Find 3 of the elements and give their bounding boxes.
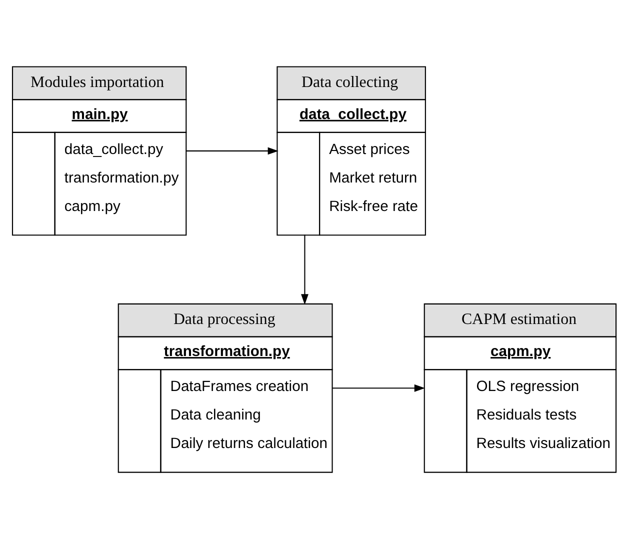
arrow xyxy=(332,384,425,392)
arrow xyxy=(186,147,278,155)
arrow xyxy=(301,234,308,305)
